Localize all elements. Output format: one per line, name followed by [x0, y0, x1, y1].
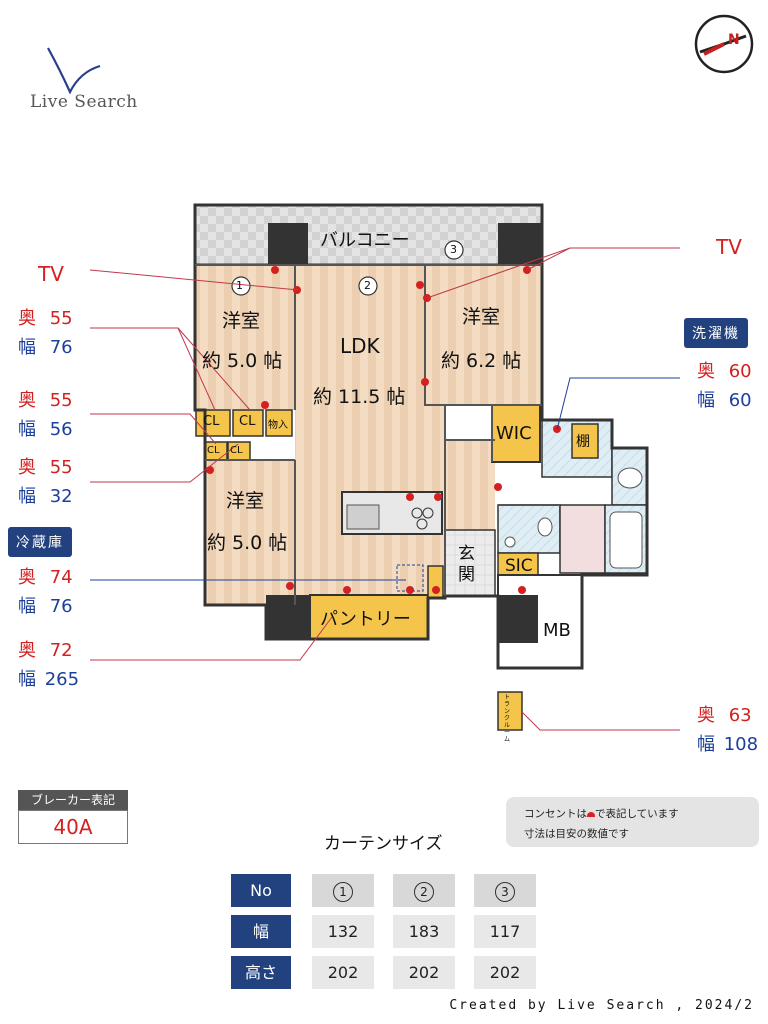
balcony-label: バルコニー: [320, 230, 410, 251]
washer-badge: 洗濯機: [684, 318, 748, 348]
dim-pantry: 奥 72 幅 265: [18, 640, 80, 690]
window-number-1: 1: [236, 279, 243, 292]
west-room-top-size: 約 5.0 帖: [202, 350, 283, 372]
storage-label: 物入: [268, 420, 288, 431]
shelf-label: 棚: [576, 434, 590, 450]
compass-icon: [694, 14, 754, 74]
breaker-title: ブレーカー表記: [18, 790, 128, 810]
outlet-icon: [587, 811, 595, 817]
ldk-room: [295, 265, 425, 595]
closet-label-2: CL: [239, 414, 256, 429]
dim-fridge: 奥 74 幅 76: [18, 567, 73, 617]
closet-label-3: CL: [207, 445, 220, 456]
dim-washer: 奥 60 幅 60: [697, 361, 752, 411]
curtain-header-no: No: [231, 874, 291, 907]
curtain-height-cell: 202: [393, 956, 455, 989]
west-room-bottom: [205, 460, 295, 605]
trunk-room: [497, 691, 523, 731]
window-number-3: 3: [450, 243, 457, 256]
logo-mark: [47, 47, 101, 95]
tv-label-left: TV: [38, 262, 64, 286]
logo-text: Live Search: [30, 92, 138, 112]
curtain-header-height: 高さ: [231, 956, 291, 989]
curtain-no-cell: 1: [312, 874, 374, 907]
breaker-value: 40A: [18, 810, 128, 844]
curtain-width-cell: 117: [474, 915, 536, 948]
west-room-top-name: 洋室: [222, 310, 261, 332]
wic-label: WIC: [496, 423, 532, 444]
west-room-bottom-name: 洋室: [226, 490, 265, 512]
ldk-size: 約 11.5 帖: [313, 386, 406, 408]
curtain-no-cell: 2: [393, 874, 455, 907]
curtain-height-cell: 202: [474, 956, 536, 989]
dim-closet-1: 奥 55 幅 76: [18, 308, 73, 358]
credit-text: Created by Live Search , 2024/2: [449, 998, 754, 1013]
pantry-label: パントリー: [320, 609, 411, 630]
west-room-bottom-size: 約 5.0 帖: [207, 532, 288, 554]
trunk-room-label: トランクルーム: [504, 694, 511, 743]
curtain-width-cell: 183: [393, 915, 455, 948]
curtain-title: カーテンサイズ: [324, 834, 443, 854]
closet-label-4: CL: [230, 445, 243, 456]
tv-label-right: TV: [716, 235, 742, 259]
mb-label: MB: [543, 620, 571, 641]
window-number-2: 2: [364, 279, 371, 292]
sic-label: SIC: [505, 556, 533, 576]
entrance-label: 玄関: [458, 544, 475, 585]
balcony: [193, 203, 544, 267]
east-room-name: 洋室: [462, 306, 501, 328]
compass-north-label: N: [728, 32, 740, 48]
outlet-note: コンセントはで表記しています 寸法は目安の数値です: [506, 797, 759, 847]
fridge-badge: 冷蔵庫: [8, 527, 72, 557]
dim-closet-3: 奥 55 幅 32: [18, 457, 73, 507]
east-room-size: 約 6.2 帖: [441, 350, 522, 372]
east-room: [425, 265, 542, 405]
ldk-name: LDK: [340, 334, 380, 358]
dim-closet-2: 奥 55 幅 56: [18, 390, 73, 440]
curtain-height-cell: 202: [312, 956, 374, 989]
curtain-no-cell: 3: [474, 874, 536, 907]
dim-trunk-room: 奥 63 幅 108: [697, 705, 759, 755]
closet-label-1: CL: [203, 414, 220, 429]
curtain-width-cell: 132: [312, 915, 374, 948]
curtain-header-width: 幅: [231, 915, 291, 948]
